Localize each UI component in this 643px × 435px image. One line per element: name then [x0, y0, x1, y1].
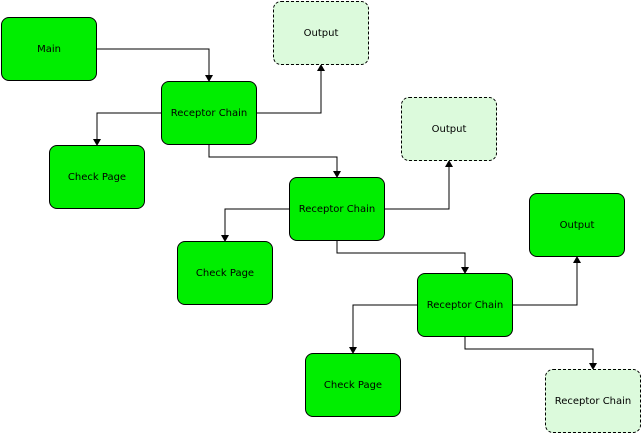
- node-receptor-chain-4-label: Receptor Chain: [554, 395, 632, 407]
- node-output-1[interactable]: Output: [273, 1, 369, 65]
- node-check-page-2-label: Check Page: [195, 267, 255, 279]
- node-check-page-2[interactable]: Check Page: [177, 241, 273, 305]
- node-receptor-chain-1-label: Receptor Chain: [170, 107, 248, 119]
- node-receptor-chain-1[interactable]: Receptor Chain: [161, 81, 257, 145]
- edge-receptor-chain-3-to-output-3: [513, 256, 581, 306]
- node-receptor-chain-4[interactable]: Receptor Chain: [545, 369, 641, 433]
- node-output-2[interactable]: Output: [401, 97, 497, 161]
- node-check-page-3[interactable]: Check Page: [305, 353, 401, 417]
- node-output-2-label: Output: [431, 123, 467, 135]
- node-main[interactable]: Main: [1, 17, 97, 81]
- node-check-page-1-label: Check Page: [67, 171, 127, 183]
- node-receptor-chain-2[interactable]: Receptor Chain: [289, 177, 385, 241]
- node-receptor-chain-2-label: Receptor Chain: [298, 203, 376, 215]
- edge-receptor-chain-2-to-output-2: [385, 160, 453, 210]
- node-check-page-3-label: Check Page: [323, 379, 383, 391]
- node-main-label: Main: [37, 43, 61, 55]
- edge-receptor-chain-2-to-receptor-chain-3: [336, 241, 469, 274]
- edge-receptor-chain-1-to-receptor-chain-2: [208, 145, 341, 178]
- edge-receptor-chain-3-to-check-page-3: [349, 304, 417, 354]
- node-check-page-1[interactable]: Check Page: [49, 145, 145, 209]
- edge-receptor-chain-1-to-output-1: [257, 64, 325, 114]
- edge-main-to-receptor-chain-1: [97, 48, 213, 82]
- node-receptor-chain-3[interactable]: Receptor Chain: [417, 273, 513, 337]
- node-output-1-label: Output: [303, 27, 339, 39]
- edge-receptor-chain-3-to-receptor-chain-4: [464, 337, 597, 370]
- edge-receptor-chain-2-to-check-page-2: [221, 208, 289, 242]
- node-output-3-label: Output: [559, 219, 595, 231]
- node-receptor-chain-3-label: Receptor Chain: [426, 299, 504, 311]
- edge-receptor-chain-1-to-check-page-1: [93, 112, 161, 146]
- node-output-3[interactable]: Output: [529, 193, 625, 257]
